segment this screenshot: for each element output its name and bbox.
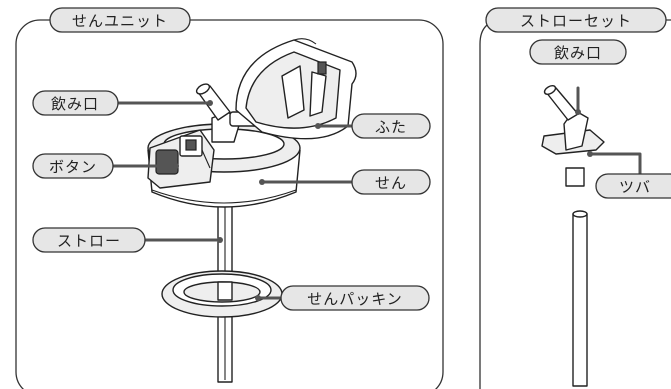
straw-set-panel: ストローセット [479,7,671,389]
svg-text:飲み口: 飲み口 [554,44,602,62]
label-gasket: せんパッキン [280,285,430,311]
spare-straw-tube [572,213,588,387]
svg-text:せんパッキン: せんパッキン [307,290,403,308]
stopper-unit-title-badge [49,7,191,33]
stopper-unit-title: せんユニット [72,12,168,30]
svg-text:飲み口: 飲み口 [51,95,99,113]
label-straw-mouthpiece: 飲み口 [529,39,627,65]
label-stopper: せん [351,169,431,195]
svg-text:ツバ: ツバ [619,178,651,196]
label-button: ボタン [32,153,114,179]
straw-set-illustration [541,85,642,387]
stopper-unit-illustration [110,38,357,383]
label-flange: ツバ [595,173,671,199]
button-part [147,129,215,189]
svg-text:ストロー: ストロー [57,232,121,250]
svg-text:ふた: ふた [375,118,407,136]
label-mouthpiece: 飲み口 [32,90,119,116]
svg-text:ボタン: ボタン [49,158,97,176]
label-straw: ストロー [32,227,146,253]
stopper-unit-leaders [110,100,354,301]
gasket-part [161,270,283,318]
svg-text:せん: せん [375,174,407,192]
label-lid: ふた [351,113,431,139]
straw-set-title: ストローセット [520,12,632,30]
lid-part [235,38,357,140]
straw-set-title-badge [485,7,667,33]
